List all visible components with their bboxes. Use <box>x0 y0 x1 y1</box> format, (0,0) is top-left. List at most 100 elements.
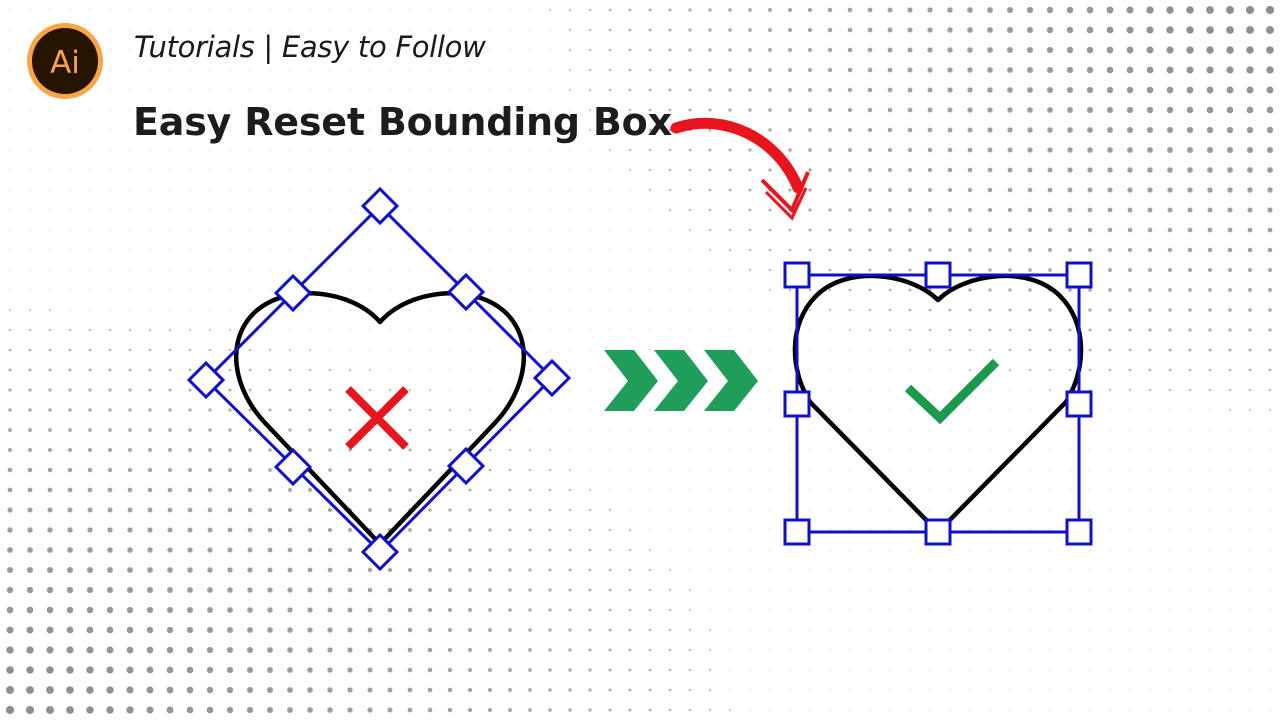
halftone-dot <box>869 489 871 491</box>
halftone-dot <box>629 309 631 311</box>
halftone-dot <box>628 108 632 112</box>
halftone-dot <box>249 9 251 11</box>
halftone-dot <box>829 569 831 571</box>
halftone-dot <box>1146 26 1154 34</box>
halftone-dot <box>1047 127 1053 133</box>
halftone-dot <box>688 28 692 32</box>
halftone-dot <box>768 48 772 52</box>
halftone-dot <box>708 48 712 52</box>
halftone-dot <box>1168 388 1172 392</box>
halftone-dot <box>649 349 651 351</box>
halftone-dot <box>148 368 152 372</box>
halftone-dot <box>508 608 512 612</box>
halftone-dot <box>128 368 132 372</box>
halftone-dot <box>1167 147 1173 153</box>
halftone-dot <box>588 48 592 52</box>
halftone-dot <box>1049 549 1051 551</box>
halftone-dot <box>588 528 592 532</box>
halftone-dot <box>449 89 451 91</box>
halftone-dot <box>568 588 572 592</box>
halftone-dot <box>1126 26 1134 34</box>
halftone-dot <box>1169 469 1171 471</box>
halftone-dot <box>749 509 751 511</box>
halftone-dot <box>888 308 892 312</box>
halftone-dot <box>789 609 791 611</box>
halftone-dot <box>409 249 411 251</box>
halftone-dot <box>1069 489 1071 491</box>
halftone-dot <box>1227 167 1233 173</box>
halftone-dot <box>369 89 371 91</box>
halftone-dot <box>629 249 631 251</box>
halftone-dot <box>369 189 371 191</box>
halftone-dot <box>1249 709 1251 711</box>
halftone-dot <box>669 509 671 511</box>
halftone-dot <box>829 469 831 471</box>
halftone-dot <box>1189 689 1191 691</box>
halftone-dot <box>808 108 812 112</box>
halftone-dot <box>289 29 291 31</box>
halftone-dot <box>1229 509 1231 511</box>
halftone-dot <box>1128 348 1132 352</box>
halftone-dot <box>186 646 194 654</box>
halftone-dot <box>349 249 351 251</box>
halftone-dot <box>768 168 772 172</box>
halftone-dot <box>608 148 612 152</box>
halftone-dot <box>1209 609 1211 611</box>
halftone-dot <box>288 428 292 432</box>
halftone-dot <box>1149 489 1151 491</box>
halftone-dot <box>1089 649 1091 651</box>
halftone-dot <box>569 309 571 311</box>
halftone-dot <box>1229 429 1231 431</box>
halftone-dot <box>508 428 512 432</box>
halftone-dot <box>1008 308 1012 312</box>
halftone-dot <box>89 129 91 131</box>
halftone-dot <box>689 329 691 331</box>
halftone-dot <box>1108 328 1112 332</box>
halftone-dot <box>387 707 393 713</box>
halftone-dot <box>709 429 711 431</box>
halftone-dot <box>1129 409 1131 411</box>
halftone-dot <box>848 248 852 252</box>
halftone-dot <box>509 389 511 391</box>
halftone-dot <box>468 428 472 432</box>
halftone-dot <box>307 547 313 553</box>
halftone-dot <box>489 309 491 311</box>
halftone-dot <box>389 9 391 11</box>
halftone-dot <box>328 388 332 392</box>
halftone-dot <box>989 469 991 471</box>
halftone-dot <box>869 609 871 611</box>
halftone-dot <box>87 447 93 453</box>
halftone-dot <box>609 169 611 171</box>
halftone-dot <box>26 586 34 594</box>
halftone-dot <box>729 549 731 551</box>
halftone-dot <box>827 7 833 13</box>
halftone-dot <box>847 27 853 33</box>
halftone-dot <box>1269 569 1271 571</box>
halftone-dot <box>509 169 511 171</box>
halftone-dot <box>708 28 712 32</box>
halftone-dot <box>1049 589 1051 591</box>
halftone-dot <box>1247 247 1253 253</box>
halftone-dot <box>267 687 273 693</box>
halftone-dot <box>126 606 134 614</box>
halftone-dot <box>909 549 911 551</box>
halftone-dot <box>1026 26 1034 34</box>
halftone-dot <box>789 669 791 671</box>
halftone-dot <box>528 608 532 612</box>
halftone-dot <box>548 488 552 492</box>
halftone-dot <box>289 49 291 51</box>
halftone-dot <box>127 567 133 573</box>
halftone-dot <box>829 609 831 611</box>
halftone-dot <box>126 686 134 694</box>
halftone-dot <box>608 108 612 112</box>
halftone-dot <box>628 608 632 612</box>
halftone-dot <box>1049 509 1051 511</box>
halftone-dot <box>628 568 632 572</box>
halftone-dot <box>628 168 632 172</box>
halftone-dot <box>1048 308 1052 312</box>
halftone-dot <box>249 149 251 151</box>
halftone-dot <box>1006 6 1014 14</box>
halftone-dot <box>268 448 272 452</box>
halftone-dot <box>548 548 552 552</box>
halftone-dot <box>868 268 872 272</box>
